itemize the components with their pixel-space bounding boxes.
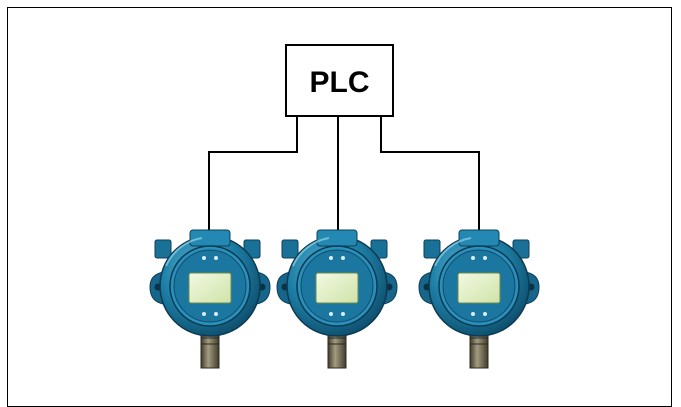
wiring	[208, 116, 480, 236]
pressure-transmitter-icon	[276, 229, 398, 369]
plc-label: PLC	[310, 66, 370, 99]
wire-left	[208, 116, 298, 236]
transmitter-1	[149, 229, 271, 369]
transmitter-2	[276, 229, 398, 369]
transmitter-3	[418, 229, 540, 369]
plc-box: PLC	[285, 44, 394, 117]
pressure-transmitter-icon	[418, 229, 540, 369]
wire-right	[380, 116, 480, 236]
pressure-transmitter-icon	[149, 229, 271, 369]
